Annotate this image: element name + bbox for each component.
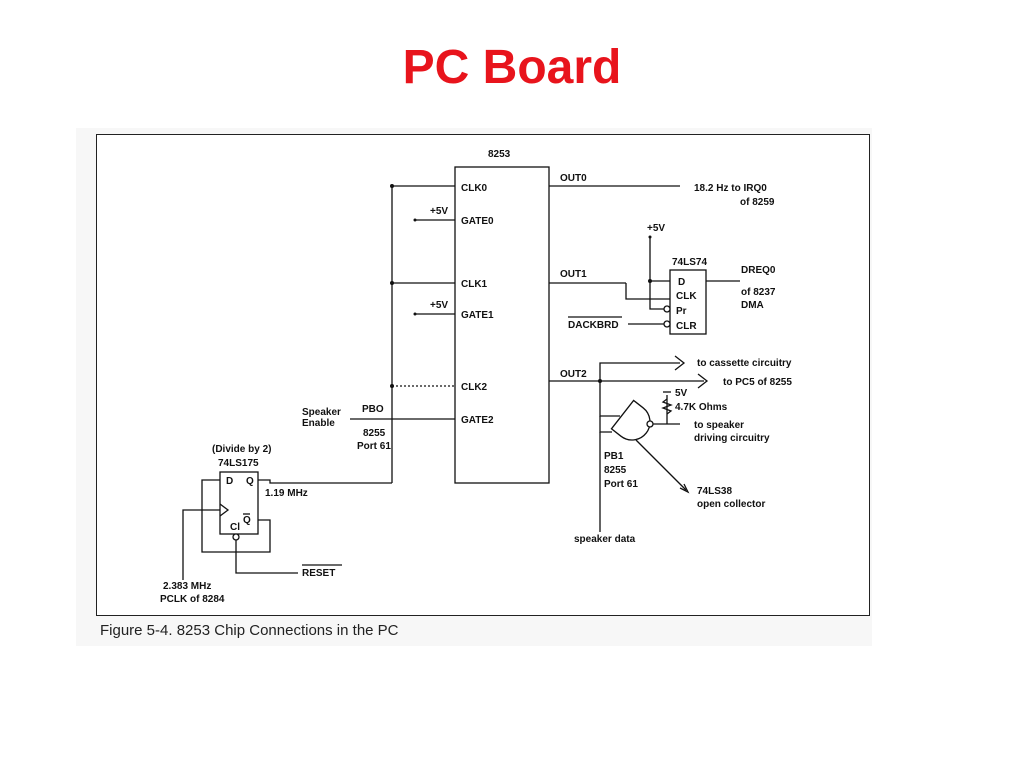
chip-74ls175-label: 74LS175	[218, 458, 259, 469]
wire-divider-out	[258, 479, 392, 484]
junction-dot	[390, 281, 394, 285]
ff-pin-clr: CLR	[676, 321, 697, 332]
divider-output-label: 1.19 MHz	[265, 488, 308, 499]
wire-ff-d	[649, 237, 670, 282]
pb1-label: PB1 8255 Port 61	[604, 451, 638, 490]
pullup-resistor	[661, 398, 673, 415]
ff-pin-d: D	[678, 277, 685, 288]
pin-out1: OUT1	[560, 269, 587, 280]
pin-gate1: GATE1	[461, 310, 494, 321]
div-pin-cl: Cl	[230, 522, 240, 533]
clock-triangle	[219, 503, 230, 517]
page-title: PC Board	[402, 41, 622, 94]
junction-dot	[648, 279, 652, 283]
arrow-head	[697, 373, 709, 389]
pbo-port-label: Port 61	[357, 441, 391, 452]
reset-label: RESET	[302, 568, 335, 579]
chip-74ls74-label: 74LS74	[672, 257, 707, 268]
nand-part-label: 74LS38 open collector	[697, 486, 765, 510]
pin-out0: OUT0	[560, 173, 587, 184]
pbo-chip-label: 8255	[363, 428, 386, 439]
pin-out2: OUT2	[560, 369, 587, 380]
junction-dot	[598, 379, 602, 383]
junction-dot	[390, 184, 394, 188]
wire-cassette	[599, 362, 680, 381]
pin-clk1: CLK1	[461, 279, 488, 290]
div-pin-q: Q	[246, 476, 254, 487]
inversion-bubble	[663, 305, 671, 313]
inversion-bubble	[232, 533, 240, 541]
arrow-head	[679, 483, 690, 494]
out0-target-label: 18.2 Hz to IRQ0 of 8259	[694, 183, 775, 208]
speaker-data-label: speaker data	[574, 534, 636, 545]
terminal-dot	[413, 312, 417, 316]
wire-reset	[235, 540, 298, 574]
wire-ff-pr	[649, 281, 664, 310]
terminal-dot	[413, 218, 417, 222]
terminal-dot	[648, 235, 652, 239]
chip-8253	[454, 166, 550, 484]
speaker-drive-label: to speaker driving circuitry	[694, 420, 770, 444]
pointer-74ls38	[635, 439, 687, 491]
pclk-label: 2.383 MHz PCLK of 8284	[160, 581, 225, 605]
pc5-label: to PC5 of 8255	[723, 377, 792, 388]
gate1-supply-label: +5V	[430, 300, 448, 311]
divider-note: (Divide by 2)	[212, 444, 271, 455]
wire-out1-clk	[625, 283, 670, 300]
pbo-label: PBO	[362, 404, 384, 415]
chip-74ls74	[669, 269, 707, 335]
junction-dot	[390, 384, 394, 388]
dackbrd-label: DACKBRD	[568, 320, 619, 331]
speaker-enable-label: Speaker Enable	[302, 407, 344, 429]
ff-pin-pr: Pr	[676, 306, 687, 317]
cassette-label: to cassette circuitry	[697, 358, 792, 369]
chip-74ls175	[219, 471, 259, 535]
wire-nand-in2	[599, 416, 612, 433]
wire-nand-in1	[599, 381, 620, 417]
chip-8253-label: 8253	[488, 149, 511, 160]
nand-gate-74ls38	[610, 399, 651, 441]
pullup-voltage-label: 5V	[675, 388, 688, 399]
div-pin-qbar: Q	[243, 515, 251, 526]
pullup-resistance-label: 4.7K Ohms	[675, 402, 728, 413]
arrow-head	[674, 355, 686, 371]
pin-clk0: CLK0	[461, 183, 488, 194]
inversion-bubble	[646, 420, 654, 428]
ff-supply-label: +5V	[647, 223, 665, 234]
wire-pclk	[182, 509, 220, 580]
div-pin-d: D	[226, 476, 233, 487]
pin-clk2: CLK2	[461, 382, 488, 393]
inversion-bubble	[663, 320, 671, 328]
figure-caption: Figure 5-4. 8253 Chip Connections in the…	[100, 622, 399, 639]
pin-gate0: GATE0	[461, 216, 494, 227]
pin-gate2: GATE2	[461, 415, 494, 426]
dreq0-label: DREQ0 of 8237 DMA	[741, 265, 778, 311]
gate0-supply-label: +5V	[430, 206, 448, 217]
ff-pin-clk: CLK	[676, 291, 697, 302]
